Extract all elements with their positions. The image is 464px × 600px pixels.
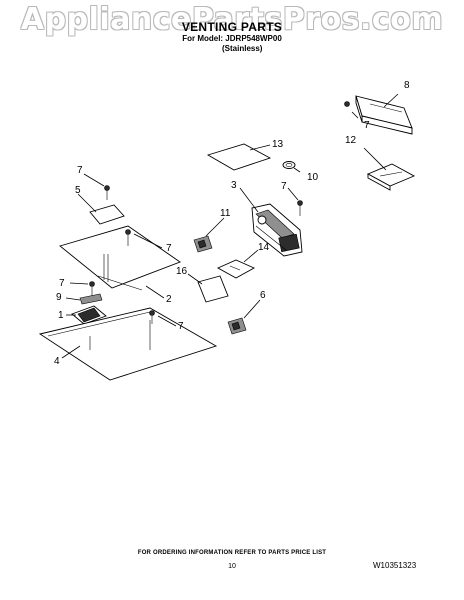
screw-7-blower[interactable]: [297, 200, 303, 217]
callout-10: 10: [307, 172, 319, 183]
part-4-bottom-panel[interactable]: [38, 307, 218, 381]
callout-11: 11: [220, 208, 231, 219]
part-8-vent-bracket[interactable]: [344, 95, 413, 135]
ordering-note: FOR ORDERING INFORMATION REFER TO PARTS …: [137, 550, 327, 556]
leader-7d: [133, 233, 163, 249]
callout-2: 2: [166, 294, 172, 305]
part-12-cover[interactable]: [366, 163, 416, 191]
part-2-top-panel[interactable]: [59, 225, 181, 291]
part-6-clip[interactable]: [227, 317, 247, 335]
leader-16: [187, 273, 203, 285]
part-11-clip[interactable]: [193, 235, 213, 253]
screw-7-bottom[interactable]: [149, 310, 155, 325]
part-13-insulation-sheet[interactable]: [206, 143, 272, 171]
callout-7-center: 7: [166, 243, 172, 254]
callout-16: 16: [176, 266, 188, 277]
callout-7-left: 7: [59, 278, 65, 289]
page-title: VENTING PARTS: [181, 20, 283, 34]
callout-13: 13: [272, 139, 284, 150]
leader-7f: [157, 315, 177, 327]
leader-4: [61, 345, 81, 359]
part-1-filter[interactable]: [71, 305, 107, 325]
leader-7e: [69, 282, 89, 285]
callout-7-blower: 7: [281, 181, 287, 192]
callout-5: 5: [75, 185, 81, 196]
leader-7a: [351, 111, 359, 119]
leader-9: [65, 297, 81, 301]
leader-11: [205, 217, 225, 237]
callout-7-bottom: 7: [178, 321, 184, 332]
leader-12: [363, 147, 387, 171]
callout-3: 3: [231, 180, 237, 191]
callout-12: 12: [345, 135, 357, 146]
leader-10: [293, 167, 301, 173]
callout-4: 4: [54, 356, 60, 367]
leader-8: [383, 93, 399, 108]
leader-3: [239, 187, 259, 213]
callout-7-upper-left: 7: [77, 165, 83, 176]
part-3-blower-assembly[interactable]: [251, 203, 303, 257]
watermark-logo: AppliancePartsPros.com: [20, 2, 444, 37]
leader-6: [243, 299, 261, 319]
screw-7-upper-left[interactable]: [104, 185, 110, 201]
callout-6: 6: [260, 290, 266, 301]
callout-14: 14: [258, 242, 270, 253]
callout-7-top: 7: [364, 120, 370, 131]
leader-14: [243, 249, 259, 263]
leader-7b: [287, 187, 299, 201]
variant-label: (Stainless): [222, 44, 263, 53]
callout-1: 1: [58, 310, 64, 321]
page-number: 10: [228, 563, 236, 570]
part-14-plate[interactable]: [216, 259, 256, 279]
model-line: For Model: JDRP548WP00: [182, 34, 282, 43]
leader-7c: [83, 173, 105, 187]
callout-8: 8: [404, 80, 410, 91]
part-5-bracket[interactable]: [89, 204, 125, 225]
screw-7-center[interactable]: [125, 229, 131, 247]
part-10-grommet[interactable]: [282, 161, 296, 169]
document-code: W10351323: [373, 561, 417, 570]
callout-9: 9: [56, 292, 62, 303]
leader-2: [145, 285, 165, 299]
leader-13: [249, 144, 271, 151]
part-16-gasket[interactable]: [197, 275, 229, 303]
part-9-strip[interactable]: [79, 293, 103, 305]
leader-5: [77, 193, 97, 213]
screw-7-left[interactable]: [89, 281, 95, 297]
